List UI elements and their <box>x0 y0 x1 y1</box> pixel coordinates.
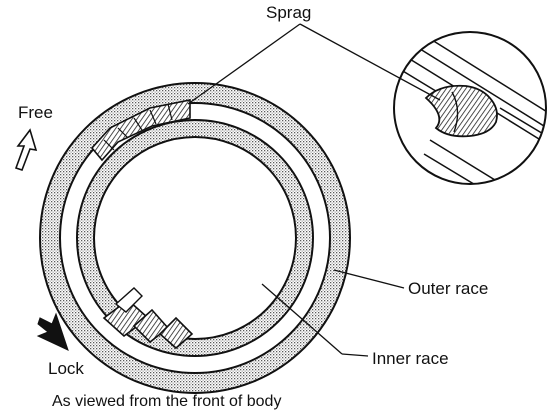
sprag-cluster-top <box>90 99 191 162</box>
sprag-leader-lines <box>187 23 441 105</box>
free-label: Free <box>18 103 53 122</box>
inner-race-leader-tail <box>341 353 369 357</box>
lock-direction-arrow-icon <box>36 312 69 351</box>
sprag-label: Sprag <box>266 3 312 22</box>
sprag-detail-magnifier <box>393 31 547 185</box>
inner-race-label: Inner race <box>372 349 449 368</box>
outer-race-label: Outer race <box>408 279 489 298</box>
free-direction-arrow-icon <box>14 128 38 172</box>
lock-label: Lock <box>48 359 84 378</box>
sprag-cluster-bottom <box>102 287 194 350</box>
inner-race-leader-line <box>261 283 343 355</box>
diagram-caption: As viewed from the front of body <box>52 393 282 410</box>
outer-race-leader-line <box>333 269 405 289</box>
